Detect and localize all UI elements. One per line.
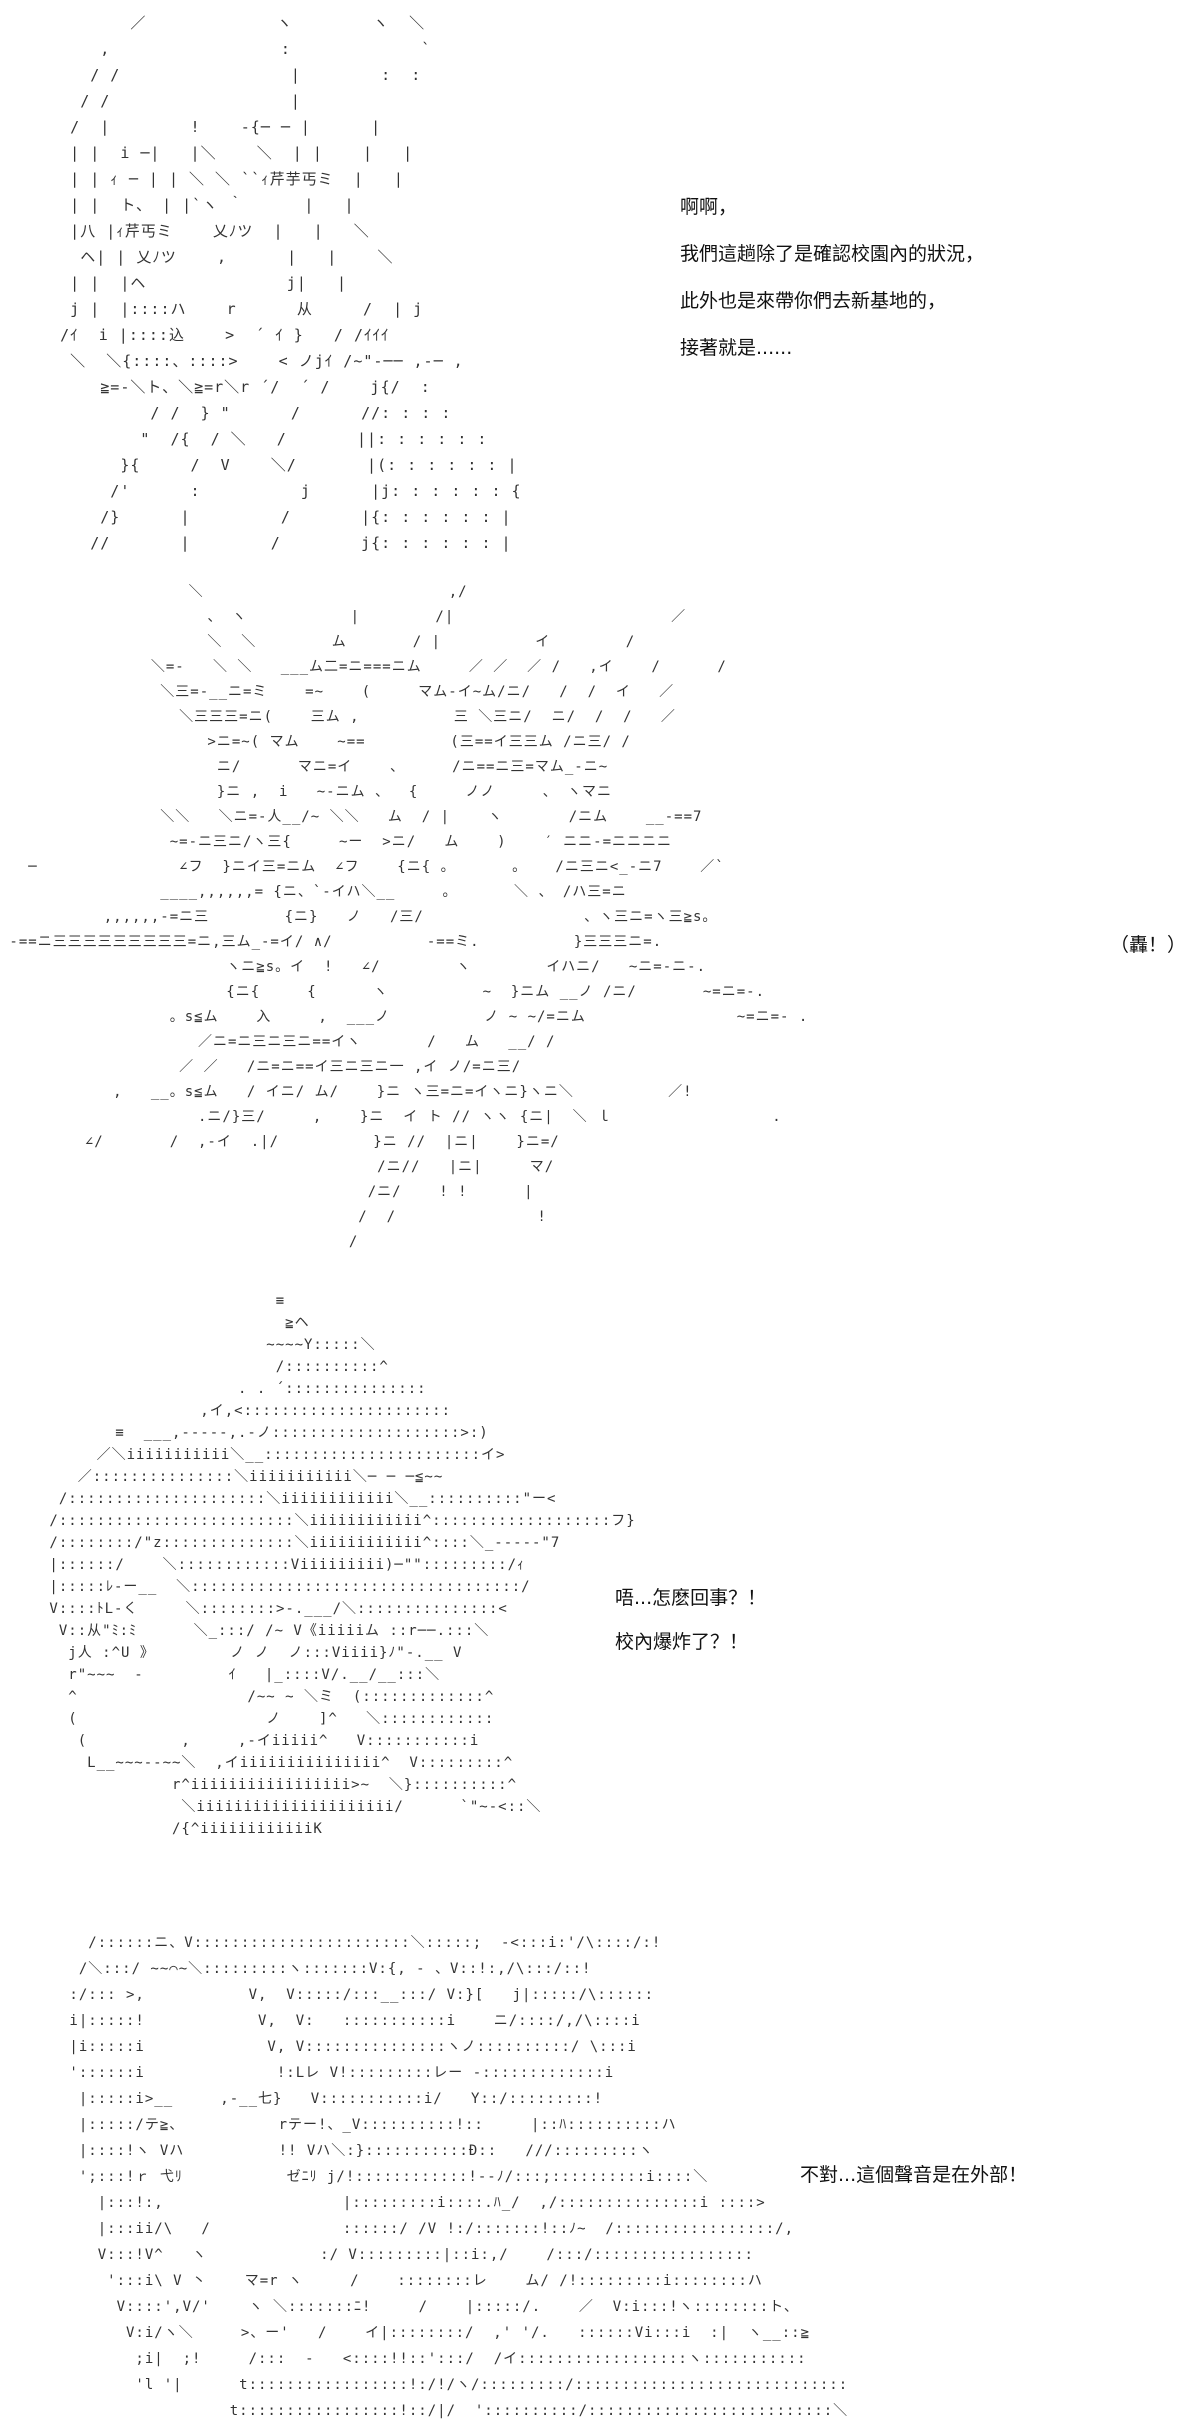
dialogue-panel-3: 唔...怎麽回事？！ 校內爆炸了？！ (615, 1576, 766, 1664)
ascii-art-girl-smiling: ／ ヽ ヽ ＼ , : ` / / | : : / / | / | ! -{─ … (60, 14, 522, 552)
dialogue-line: 接著就是...... (680, 337, 793, 359)
dialogue-line: 不對...這個聲音是在外部！ (800, 2164, 1028, 2186)
sound-effect: （轟！） (1110, 934, 1187, 956)
ascii-art-girl-startled: ≡ ≧ヘ ~~~~Y:::::＼ /::::::::::^ . . ´:::::… (49, 1293, 636, 1837)
dialogue-line: 唔...怎麽回事？！ (615, 1587, 767, 1609)
dialogue-line: 啊啊， (680, 196, 738, 218)
dialogue-line: 我們這趟除了是確認校園內的狀況， (680, 243, 985, 265)
dialogue-line: 校內爆炸了？！ (615, 1631, 749, 1653)
ascii-art-explosion: ＼ ,/ 、 ヽ | /| ／ ＼ ＼ ム / | イ / ＼=- ＼ ＼ __… (9, 584, 809, 1250)
dialogue-line: 此外也是來帶你們去新基地的， (680, 290, 947, 312)
dialogue-panel-1: 啊啊， 我們這趟除了是確認校園內的狀況， 此外也是來帶你們去新基地的， 接著就是… (680, 184, 984, 372)
dialogue-panel-4: 不對...這個聲音是在外部！ (800, 2152, 1027, 2199)
ascii-art-girl-serious: /::::::ニ、V:::::::::::::::::::::::＼:::::;… (69, 1935, 849, 2419)
